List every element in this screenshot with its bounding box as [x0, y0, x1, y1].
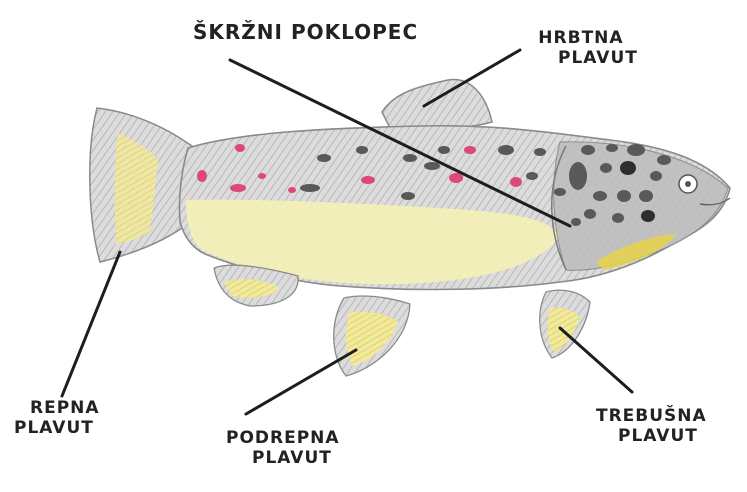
label-pelvic-fin-line2: PLAVUT — [596, 426, 707, 446]
label-operculum-text: ŠKRŽNI POKLOPEC — [193, 22, 418, 42]
fish-pupil — [685, 181, 691, 187]
label-caudal-fin-line1: REPNA — [14, 398, 100, 418]
label-dorsal-fin-line2: PLAVUT — [524, 48, 638, 68]
label-anal-fin-line1: PODREPNA — [226, 428, 340, 448]
label-operculum: ŠKRŽNI POKLOPEC — [193, 22, 418, 42]
label-pelvic-fin: TREBUŠNA PLAVUT — [596, 406, 707, 446]
label-anal-fin-line2: PLAVUT — [226, 448, 340, 468]
label-pelvic-fin-line1: TREBUŠNA — [596, 406, 707, 426]
label-dorsal-fin: HRBTNA PLAVUT — [524, 28, 638, 68]
label-dorsal-fin-line1: HRBTNA — [524, 28, 638, 48]
label-caudal-fin-line2: PLAVUT — [14, 418, 100, 438]
dorsal-fin — [382, 79, 492, 129]
pointer-anal — [246, 350, 356, 414]
pointer-pelvic — [560, 328, 632, 392]
pointer-caudal — [62, 252, 120, 396]
label-anal-fin: PODREPNA PLAVUT — [226, 428, 340, 468]
label-caudal-fin: REPNA PLAVUT — [14, 398, 100, 438]
